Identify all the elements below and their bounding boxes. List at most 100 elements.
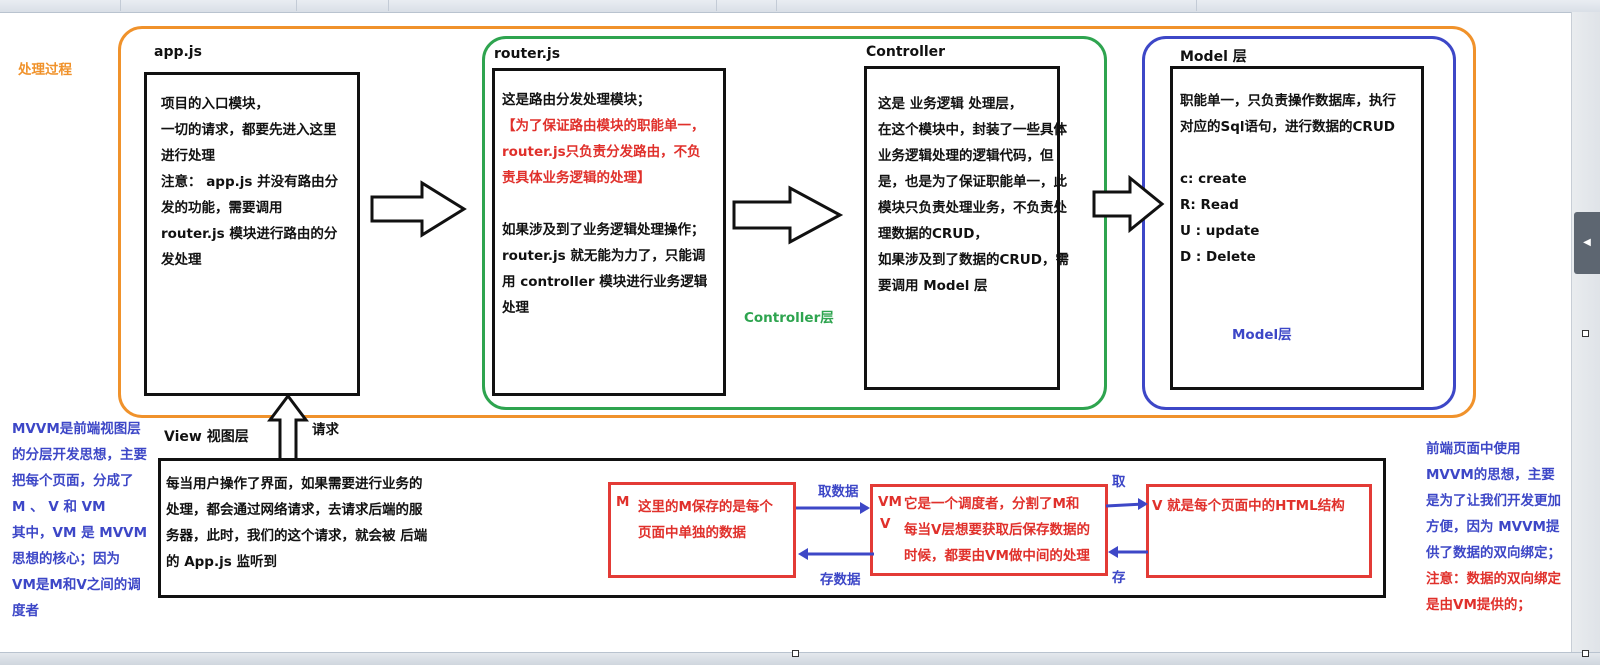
model-box <box>1170 66 1424 390</box>
note-line: 注意：数据的双向绑定 <box>1426 571 1561 587</box>
controller-group-outline <box>482 36 1107 410</box>
m-line: 页面中单独的数据 <box>638 525 746 541</box>
save-label: 存 <box>1112 570 1126 586</box>
crud-item: U : update <box>1180 223 1260 239</box>
controller-line: 这是 业务逻辑 处理层， <box>878 96 1023 112</box>
router-red-line: 【为了保证路由模块的职能单一， <box>502 118 705 134</box>
app-line: 发的功能，需要调用 <box>161 200 283 216</box>
app-line: router.js 模块进行路由的分 <box>161 226 338 242</box>
fetch-data-label: 取数据 <box>818 484 859 500</box>
controller-line: 如果涉及到了数据的CRUD，需 <box>878 252 1069 268</box>
request-label: 请求 <box>312 422 339 438</box>
ribbon-tab[interactable] <box>716 0 777 11</box>
v-description: V 就是每个页面中的HTML结构 <box>1152 498 1345 514</box>
mvvm-arrows-left <box>796 502 874 560</box>
router-line: router.js 就无能为力了，只能调 <box>502 248 706 264</box>
ribbon-tab[interactable] <box>296 0 389 11</box>
note-line: 其中，VM 是 MVVM <box>12 525 148 541</box>
vm-letter: VM <box>878 494 902 510</box>
app-line: 项目的入口模块， <box>161 96 269 112</box>
crud-item: R: Read <box>1180 197 1239 213</box>
view-line: 务器，此时，我们的这个请求，就会被 后端 <box>166 528 428 544</box>
vm-line: 每当V层想要获取后保存数据的 <box>904 522 1090 538</box>
note-line: 度者 <box>12 603 39 619</box>
vm-line: 时候，都要由VM做中间的处理 <box>904 548 1090 564</box>
vm-line: 它是一个调度者，分割了M和 <box>904 496 1080 512</box>
controller-line: 理数据的CRUD， <box>878 226 988 242</box>
view-line: 处理，都会通过网络请求，去请求后端的服 <box>166 502 423 518</box>
app-line: 发处理 <box>161 252 202 268</box>
resize-handle-corner[interactable] <box>1582 650 1589 657</box>
controller-layer-label: Controller层 <box>744 310 834 326</box>
ribbon-tab[interactable] <box>0 0 121 11</box>
chevron-left-icon: ◀ <box>1583 237 1591 248</box>
app-line: 进行处理 <box>161 148 215 164</box>
save-data-label: 存数据 <box>820 572 861 588</box>
controller-title: Controller <box>866 44 946 60</box>
ribbon-tab[interactable] <box>776 0 1197 11</box>
view-layer-title: View 视图层 <box>164 429 249 445</box>
bottom-status-strip <box>0 652 1600 665</box>
router-red-line: 责具体业务逻辑的处理】 <box>502 170 651 186</box>
resize-handle-right[interactable] <box>1582 330 1589 337</box>
resize-handle-bottom[interactable] <box>792 650 799 657</box>
note-line: 把每个页面，分成了 <box>12 473 134 489</box>
crud-item: c: create <box>1180 171 1247 187</box>
controller-description: 这是 业务逻辑 处理层， 在这个模块中，封装了一些具体 业务逻辑处理的逻辑代码，… <box>878 91 1069 299</box>
app-js-box <box>144 72 360 396</box>
model-description: 职能单一，只负责操作数据库，执行 对应的Sql语句，进行数据的CRUD c: c… <box>1180 88 1396 270</box>
m-line: 这里的M保存的是每个 <box>638 499 773 515</box>
view-description: 每当用户操作了界面，如果需要进行业务的 处理，都会通过网络请求，去请求后端的服 … <box>166 471 427 575</box>
router-js-box <box>492 68 726 396</box>
note-line: MVVM是前端视图层 <box>12 421 141 437</box>
note-line: MVVM的思想，主要 <box>1426 467 1555 483</box>
controller-line: 模块只负责处理业务，不负责处 <box>878 200 1067 216</box>
fetch-label: 取 <box>1112 474 1126 490</box>
v-box <box>1146 484 1372 578</box>
arrow-right-icon <box>732 185 844 245</box>
router-line: 如果涉及到了业务逻辑处理操作； <box>502 222 705 238</box>
app-js-description: 项目的入口模块， 一切的请求，都要先进入这里 进行处理 注意： app.js 并… <box>161 91 338 273</box>
note-line: 方便，因为 MVVM提 <box>1426 519 1560 535</box>
m-letter: M <box>616 494 630 510</box>
arrow-right-icon <box>1092 174 1165 234</box>
model-line: 职能单一，只负责操作数据库，执行 <box>1180 93 1396 109</box>
top-ribbon <box>0 0 1600 13</box>
process-label: 处理过程 <box>18 62 72 78</box>
model-group-outline <box>1142 36 1456 410</box>
controller-line: 是，也是为了保证职能单一，此 <box>878 174 1067 190</box>
router-line: 这是路由分发处理模块； <box>502 92 651 108</box>
note-line: 是由VM提供的； <box>1426 597 1531 613</box>
m-box <box>608 482 796 578</box>
mvvm-left-note: MVVM是前端视图层 的分层开发思想，主要 把每个页面，分成了 M 、 V 和 … <box>12 416 147 624</box>
mvvm-arrows-right <box>1105 498 1148 558</box>
controller-box <box>864 66 1060 390</box>
mvvm-right-note: 前端页面中使用 MVVM的思想，主要 是为了让我们开发更加 方便，因为 MVVM… <box>1426 436 1561 618</box>
router-red-line: router.js只负责分发路由，不负 <box>502 144 701 160</box>
model-line: 对应的Sql语句，进行数据的CRUD <box>1180 119 1395 135</box>
app-line: 一切的请求，都要先进入这里 <box>161 122 337 138</box>
note-line: 是为了让我们开发更加 <box>1426 493 1561 509</box>
note-line: 的分层开发思想，主要 <box>12 447 147 463</box>
router-js-description: 这是路由分发处理模块； 【为了保证路由模块的职能单一， router.js只负责… <box>502 87 707 321</box>
ribbon-tab[interactable] <box>120 0 297 11</box>
collapse-pane-handle[interactable]: ◀ <box>1574 212 1600 274</box>
controller-line: 业务逻辑处理的逻辑代码，但 <box>878 148 1054 164</box>
ribbon-tab[interactable] <box>388 0 717 11</box>
model-layer-label: Model层 <box>1232 327 1292 343</box>
note-line: 思想的核心；因为 <box>12 551 120 567</box>
crud-item: D : Delete <box>1180 249 1256 265</box>
backend-group-outline <box>118 26 1476 418</box>
controller-line: 在这个模块中，封装了一些具体 <box>878 122 1067 138</box>
router-line: 处理 <box>502 300 529 316</box>
note-line: 前端页面中使用 <box>1426 441 1521 457</box>
note-line: VM是M和V之间的调 <box>12 577 141 593</box>
controller-line: 要调用 Model 层 <box>878 278 988 294</box>
app-js-title: app.js <box>154 44 202 60</box>
note-line: 供了数据的双向绑定； <box>1426 545 1561 561</box>
vm-box <box>870 484 1108 576</box>
vm-description: 它是一个调度者，分割了M和 每当V层想要获取后保存数据的 时候，都要由VM做中间… <box>904 491 1090 569</box>
arrow-up-icon <box>267 393 309 466</box>
view-line: 每当用户操作了界面，如果需要进行业务的 <box>166 476 423 492</box>
app-line: 注意： app.js 并没有路由分 <box>161 174 339 190</box>
